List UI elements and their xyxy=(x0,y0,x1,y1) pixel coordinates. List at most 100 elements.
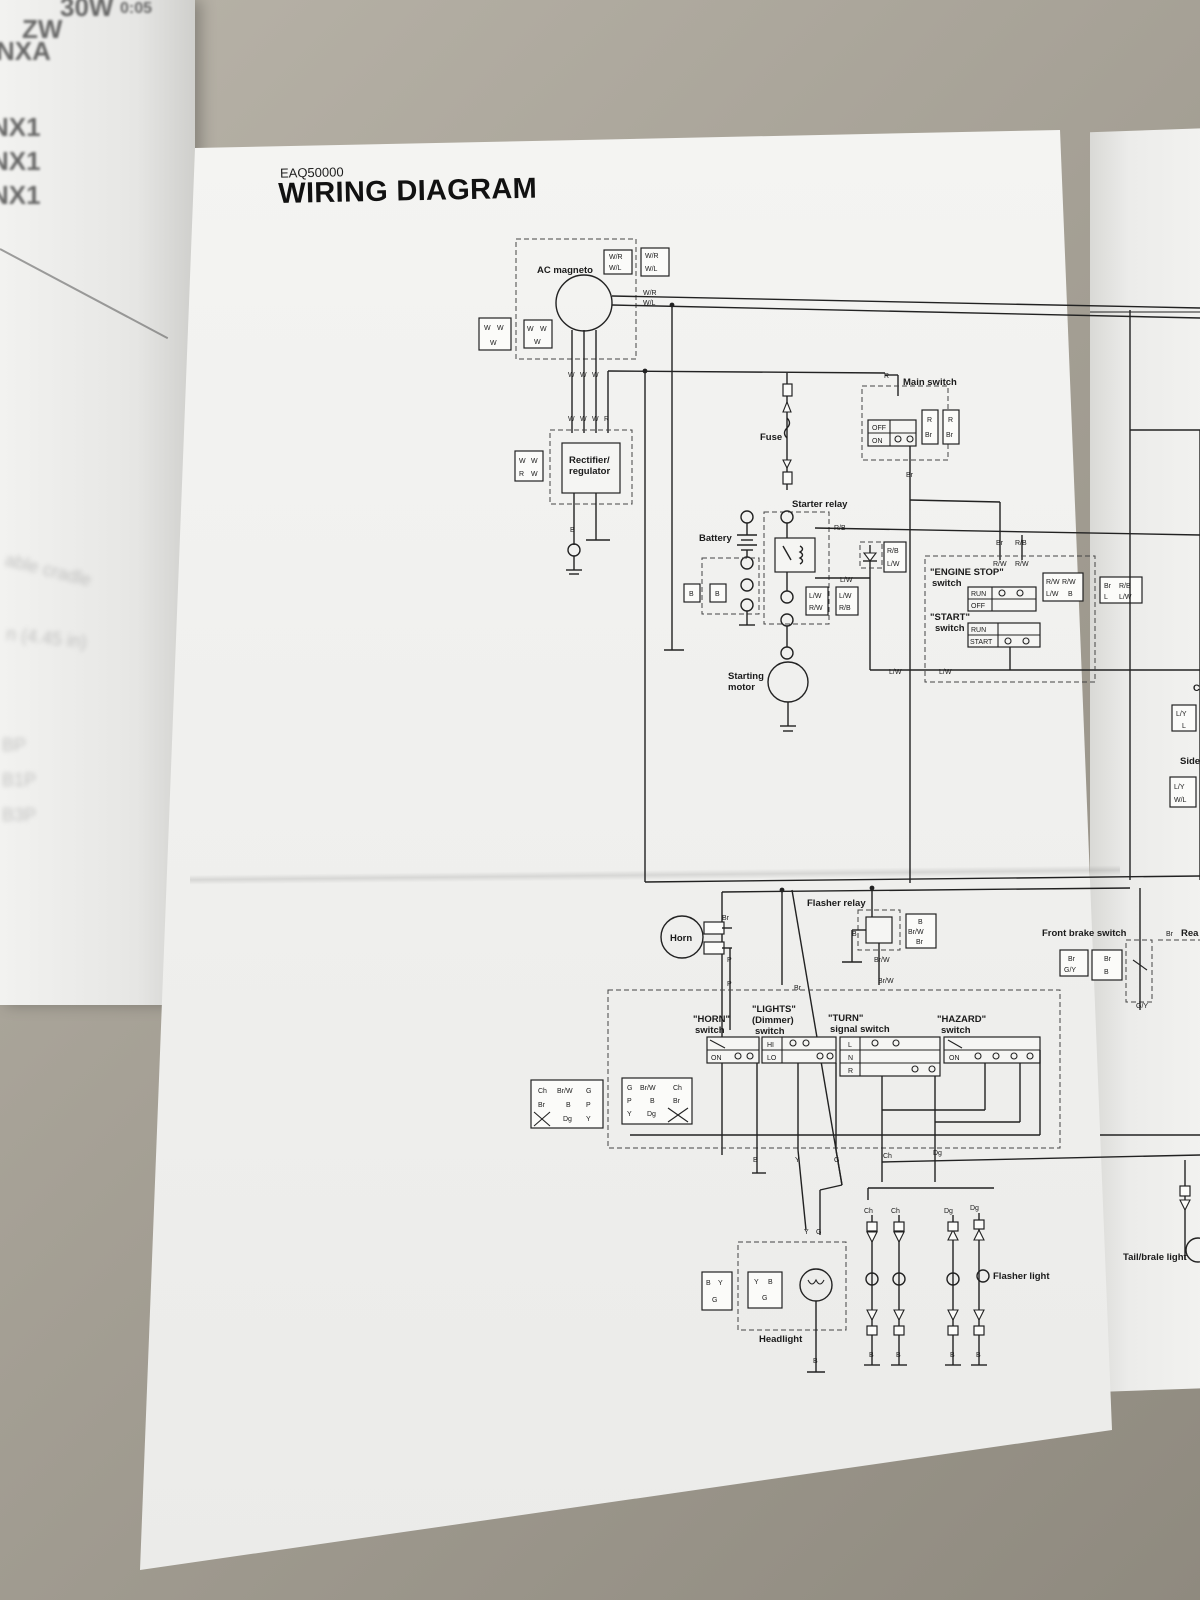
diode-symbol xyxy=(862,552,878,562)
flasher-1-arrow-top xyxy=(866,1231,878,1244)
right-conn-ly: L/Y xyxy=(1176,711,1187,718)
wire-wr-main xyxy=(611,295,1200,309)
wire-rect-b-label: B xyxy=(570,527,575,534)
wire-rb xyxy=(814,527,1200,536)
motor-terminal xyxy=(780,646,794,660)
flasher-light-label: Flasher light xyxy=(993,1271,1050,1282)
start-switch-contact-1 xyxy=(1004,637,1012,645)
magneto-connector-c xyxy=(478,317,512,351)
turn-contact-1 xyxy=(871,1039,879,1047)
brake-conn-b-b: B xyxy=(1104,969,1109,976)
lights-switch-label-1: "LIGHTS" xyxy=(752,1004,796,1015)
hb-conn-a-x2 xyxy=(533,1111,551,1127)
flasher-brw-label-2: Br/W xyxy=(878,978,894,985)
headlight-conn-b: B xyxy=(768,1279,773,1286)
turn-contact-3 xyxy=(911,1065,919,1073)
wire-headlight-g-2 xyxy=(819,1184,843,1191)
hb-conn-b-x2 xyxy=(667,1107,689,1123)
engine-stop-contact-2 xyxy=(1016,589,1024,597)
horn-switch-contact-2 xyxy=(746,1052,754,1060)
magneto-connector-d xyxy=(523,319,553,349)
headlight-outline xyxy=(737,1241,847,1331)
flasher-3-dg-label: Dg xyxy=(944,1208,953,1215)
lights-g-label-out: G xyxy=(834,1157,839,1164)
battery-label: Battery xyxy=(699,533,732,544)
flasher-3-arrow-bottom xyxy=(947,1309,959,1322)
horn-switch-on: ON xyxy=(711,1055,722,1062)
headlight-bulb xyxy=(799,1268,833,1302)
flasher-light-unit-4: Dg B xyxy=(970,1205,990,1366)
magneto-connector-b xyxy=(640,247,670,277)
wire-r-label: R xyxy=(604,416,609,423)
hazard-contact-4 xyxy=(1026,1052,1034,1060)
magneto-conn-a-wr: W/R xyxy=(609,254,623,261)
rect-ground-terminal xyxy=(567,543,581,557)
faint-text-5: B3P xyxy=(2,805,37,825)
lights-contact-3 xyxy=(816,1052,824,1060)
start-switch-label-1: "START" xyxy=(930,612,970,623)
battery-connector-b xyxy=(709,583,727,603)
turn-switch-label-2: signal switch xyxy=(830,1024,890,1035)
wire-r-label-main: R xyxy=(884,373,889,380)
main-switch-conn-br: Br xyxy=(925,432,933,439)
fuse-holder-bottom xyxy=(782,471,793,485)
horn-br-label: Br xyxy=(722,915,730,922)
diode-connector xyxy=(883,541,907,573)
tail-light-arrow xyxy=(1179,1199,1191,1212)
hb-conn-a-br: Br xyxy=(538,1102,546,1109)
headlight-label: Headlight xyxy=(759,1334,803,1345)
eng-conn-b-l: L xyxy=(1104,594,1108,601)
ghost-text-1: 30W xyxy=(60,0,114,22)
lights-contact-1 xyxy=(789,1039,797,1047)
battery-terminal-4 xyxy=(740,598,754,612)
brake-conn-a-gy: G/Y xyxy=(1064,967,1076,974)
flasher-2-arrow-top xyxy=(893,1231,905,1244)
diode-conn-rb: R/B xyxy=(887,548,899,555)
tail-brake-label: Tail/brale light xyxy=(1123,1252,1188,1263)
diode-conn-lw: L/W xyxy=(887,561,900,568)
hb-conn-b-br: Br xyxy=(673,1098,681,1105)
magneto-conn-b-wl: W/L xyxy=(645,266,658,273)
magneto-connector-a xyxy=(603,249,633,275)
relay-conn-b-lw: L/W xyxy=(839,593,852,600)
lights-switch-hi: HI xyxy=(767,1042,774,1049)
horn-switch-label-1: "HORN" xyxy=(693,1014,730,1025)
eng-conn-rw-1: R/W xyxy=(1046,579,1060,586)
start-switch-label-2: switch xyxy=(935,623,965,634)
faint-text-3: BP xyxy=(2,735,27,755)
flasher-4-holder-top xyxy=(973,1219,985,1230)
brake-connector-b xyxy=(1091,949,1123,981)
flasher-light-unit-1: Ch B xyxy=(864,1208,880,1366)
horn-label: Horn xyxy=(670,933,692,944)
headlight-conn-g: G xyxy=(762,1295,767,1302)
side-cut-label: Side xyxy=(1180,756,1200,767)
engine-connector-b xyxy=(1099,576,1143,604)
flasher-4-holder-bottom xyxy=(973,1325,985,1336)
flasher-2-holder-top xyxy=(893,1221,905,1232)
eng-stop-br-label: Br xyxy=(996,540,1004,547)
hb-conn-b-b: B xyxy=(650,1098,655,1105)
handlebar-switch-outline xyxy=(607,989,1061,1149)
engine-stop-label-1: "ENGINE STOP" xyxy=(930,567,1004,578)
hb-conn-a-p: P xyxy=(586,1102,591,1109)
starting-motor-label-1: Starting xyxy=(728,671,764,682)
magneto-conn-a-wl: W/L xyxy=(609,265,622,272)
lights-switch-label-3: switch xyxy=(755,1026,785,1037)
wire-w1-label: W xyxy=(568,372,575,379)
horn-p-label-2: P xyxy=(727,981,732,988)
main-switch-contact-1 xyxy=(894,435,902,443)
flasher-conn-brw: Br/W xyxy=(908,929,924,936)
flasher-4-arrow-bottom xyxy=(973,1309,985,1322)
rect-conn-r: R xyxy=(519,471,524,478)
battery-terminal-top xyxy=(740,510,754,524)
turn-ch-label-out: Ch xyxy=(883,1153,892,1160)
hb-conn-b-y: Y xyxy=(627,1111,632,1118)
battery-terminal-2 xyxy=(740,556,754,570)
rect-conn-w2: W xyxy=(531,458,538,465)
wire-w2-label-b: W xyxy=(580,416,587,423)
right-side-wl: W/L xyxy=(1174,797,1187,804)
ghost-text-2: ZW xyxy=(22,14,63,44)
flasher-2-b-label: B xyxy=(896,1352,901,1359)
flasher-4-b-label: B xyxy=(976,1352,981,1359)
